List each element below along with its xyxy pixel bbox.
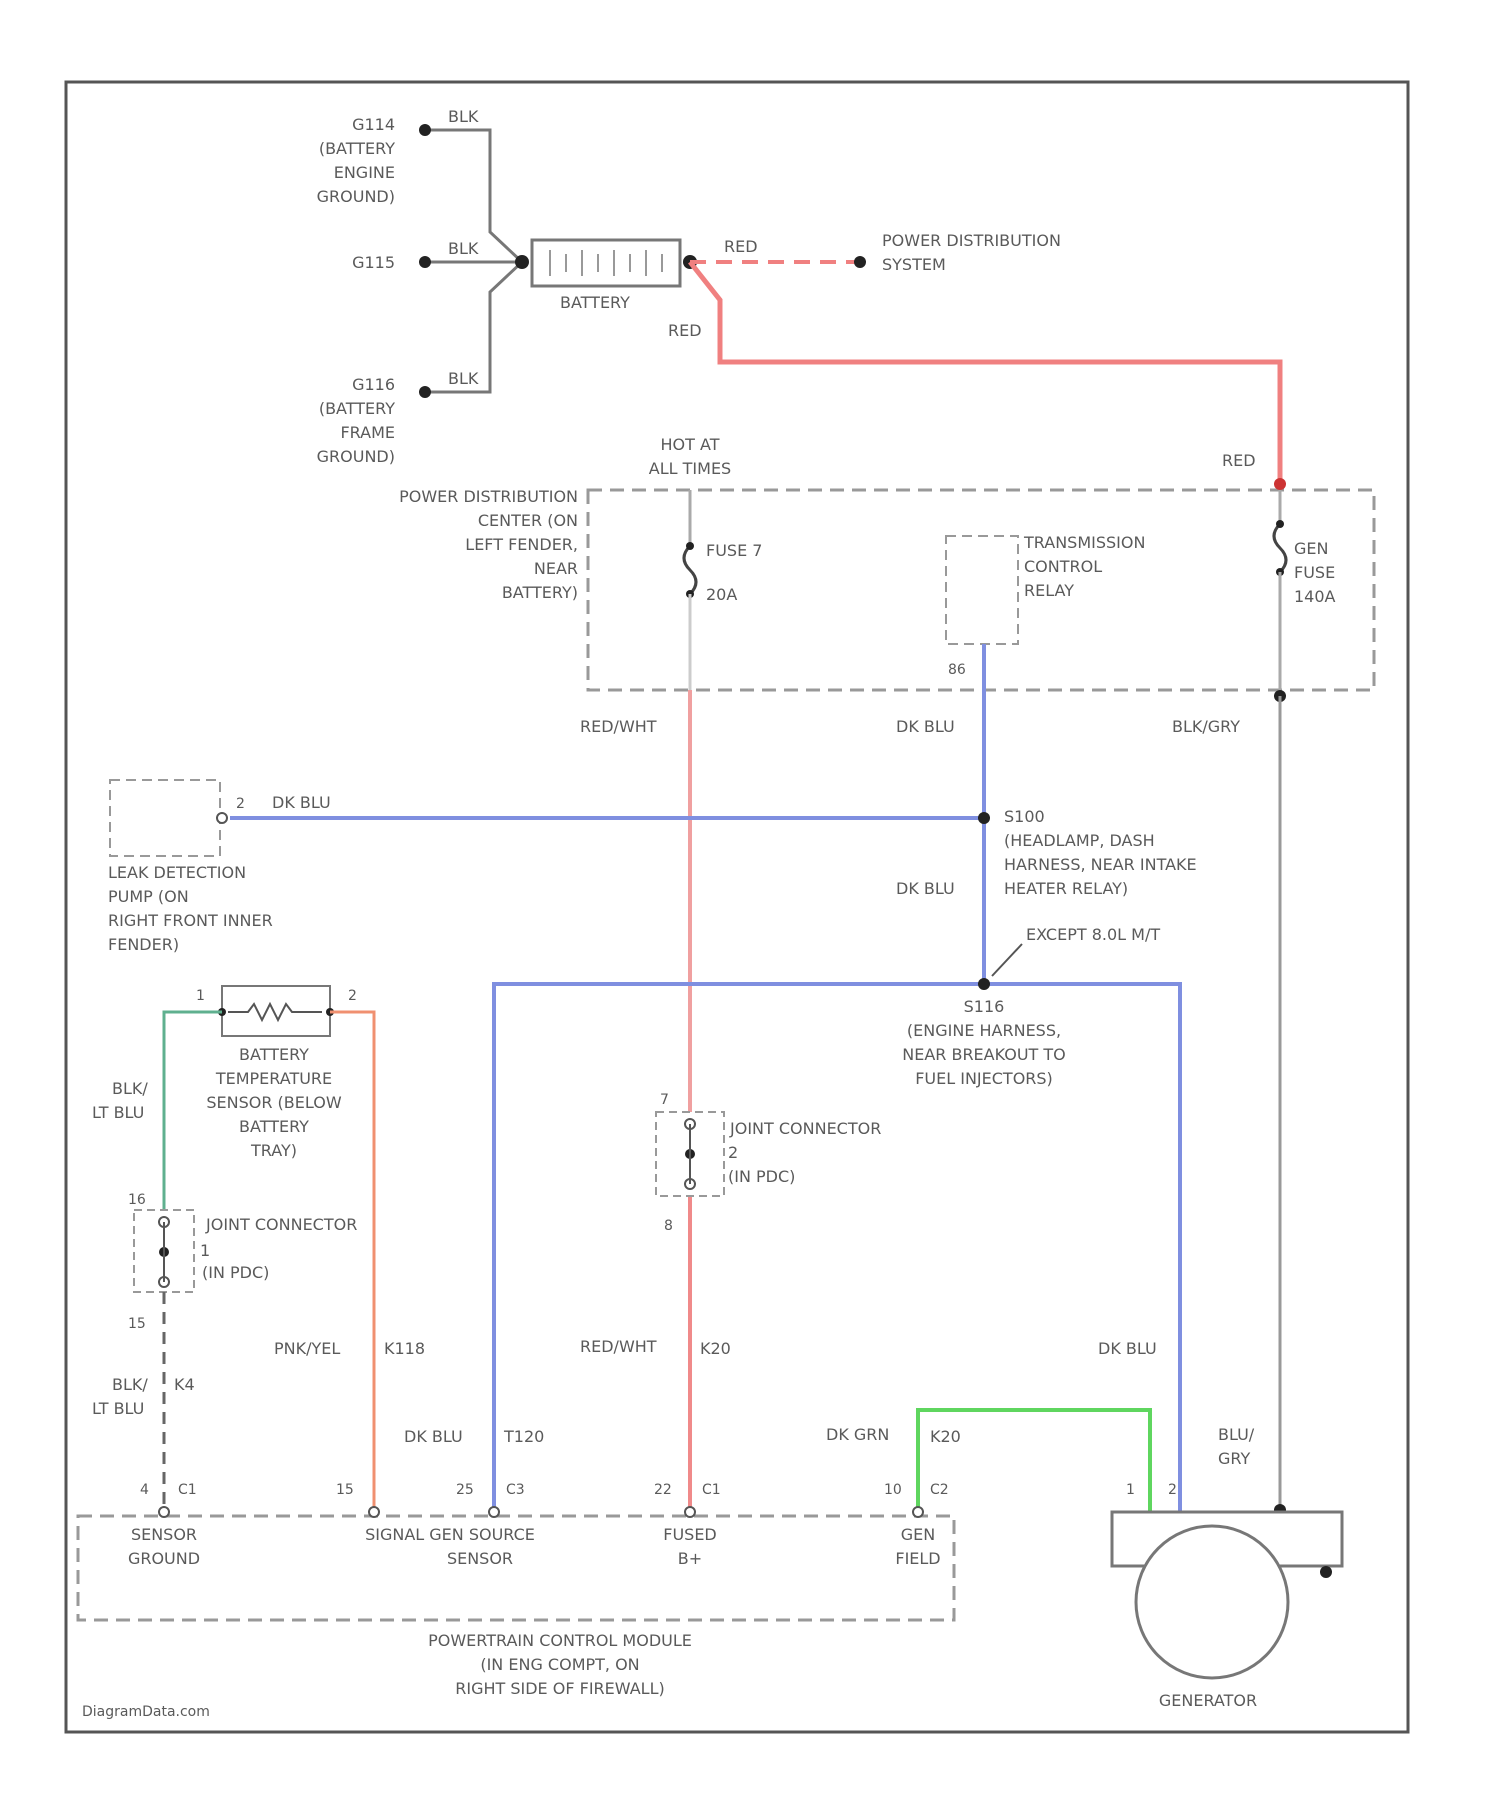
battery-symbol bbox=[532, 240, 680, 286]
ground-g116-terminal bbox=[419, 386, 431, 398]
pcm-pin-t120-conn: C3 bbox=[506, 1482, 525, 1498]
joint-connector-2-pin-top: 7 bbox=[660, 1092, 669, 1108]
pcm-pin-sensor-ground-conn: C1 bbox=[178, 1482, 197, 1498]
pcm-pin-fused-conn: C1 bbox=[702, 1482, 721, 1498]
splice-s116 bbox=[978, 978, 990, 990]
k118-label: K118 bbox=[384, 1339, 425, 1358]
diagram-frame bbox=[66, 82, 1408, 1732]
gen-fuse-input-splice bbox=[1274, 478, 1286, 490]
dk-blu-label-right: DK BLU bbox=[1098, 1339, 1157, 1358]
dk-blu-label-upper: DK BLU bbox=[896, 717, 955, 736]
blk-wire-label-3: BLK bbox=[448, 369, 479, 388]
except-pointer bbox=[992, 944, 1022, 976]
dk-grn-label: DK GRN bbox=[826, 1425, 889, 1444]
k20-label-fused: K20 bbox=[700, 1339, 731, 1358]
generator-label: GENERATOR bbox=[1159, 1691, 1257, 1710]
pnk-yel-label: PNK/YEL bbox=[274, 1339, 340, 1358]
joint-connector-1-label: JOINT CONNECTOR bbox=[205, 1215, 357, 1234]
gen-fuse-symbol bbox=[1274, 524, 1286, 572]
joint-connector-1-pin-top: 16 bbox=[128, 1192, 146, 1208]
pcm-pin-t120-num: 25 bbox=[456, 1482, 474, 1498]
fuse-7-symbol bbox=[684, 546, 696, 594]
power-distribution-terminal bbox=[854, 256, 866, 268]
joint-connector-1-pin-bot: 15 bbox=[128, 1316, 146, 1332]
footer-watermark: DiagramData.com bbox=[82, 1704, 210, 1720]
pcm-pin-sensor-ground-num: 4 bbox=[140, 1482, 149, 1498]
blk-wire-label-1: BLK bbox=[448, 107, 479, 126]
pcm-pin-field-num: 10 bbox=[884, 1482, 902, 1498]
leak-wire-label: DK BLU bbox=[272, 793, 331, 812]
blu-gry-label: BLU/GRY bbox=[1218, 1425, 1255, 1468]
joint-connector-2-label: JOINT CONNECTOR bbox=[729, 1119, 881, 1138]
pcm-pin-signal-num: 15 bbox=[336, 1482, 354, 1498]
generator-symbol bbox=[1112, 1512, 1342, 1678]
temp-sensor-pin2: 2 bbox=[348, 988, 357, 1004]
red-wire-label-lower: RED bbox=[668, 321, 702, 340]
k4-label: K4 bbox=[174, 1375, 195, 1394]
blk-gry-label: BLK/GRY bbox=[1172, 717, 1240, 736]
generator-pin1: 1 bbox=[1126, 1482, 1135, 1498]
dk-blu-label-mid: DK BLU bbox=[896, 879, 955, 898]
temp-sensor-signal-wire bbox=[330, 1012, 374, 1512]
k20-label-field: K20 bbox=[930, 1427, 961, 1446]
pcm-pin-field-conn: C2 bbox=[930, 1482, 949, 1498]
transmission-control-relay bbox=[946, 536, 1018, 644]
temp-sensor-pin1: 1 bbox=[196, 988, 205, 1004]
t120-label: T120 bbox=[503, 1427, 544, 1446]
ground-g114-terminal bbox=[419, 124, 431, 136]
ground-g115-terminal bbox=[419, 256, 431, 268]
dk-blu-label-t120: DK BLU bbox=[404, 1427, 463, 1446]
joint-connector-2-sub: 2(IN PDC) bbox=[728, 1143, 795, 1186]
blk-lt-blu-label-2: BLK/LT BLU bbox=[92, 1375, 148, 1418]
red-wht-label-lower: RED/WHT bbox=[580, 1337, 657, 1356]
battery-to-gen-fuse-wire bbox=[690, 262, 1280, 484]
blk-lt-blu-label-1: BLK/LT BLU bbox=[92, 1079, 148, 1122]
g115-label: G115 bbox=[352, 253, 395, 272]
red-wht-label-upper: RED/WHT bbox=[580, 717, 657, 736]
battery-negative-terminal bbox=[515, 255, 529, 269]
except-label: EXCEPT 8.0L M/T bbox=[1026, 925, 1160, 944]
generator-pin2: 2 bbox=[1168, 1482, 1177, 1498]
gen-field-wire bbox=[918, 1410, 1150, 1512]
leak-detection-pump bbox=[110, 780, 220, 856]
splice-s100 bbox=[978, 812, 990, 824]
leak-pin-label: 2 bbox=[236, 796, 245, 812]
battery-red-label: RED bbox=[724, 237, 758, 256]
pcm-pin-fused-num: 22 bbox=[654, 1482, 672, 1498]
joint-connector-1-sub: (IN PDC)1 bbox=[200, 1241, 269, 1282]
pcm-label: POWERTRAIN CONTROL MODULE(IN ENG COMPT, … bbox=[428, 1631, 692, 1698]
joint-connector-2-pin-bot: 8 bbox=[664, 1218, 673, 1234]
relay-pin-label: 86 bbox=[948, 662, 966, 678]
ground-wires bbox=[425, 130, 522, 392]
blk-wire-label-2: BLK bbox=[448, 239, 479, 258]
battery-label: BATTERY bbox=[560, 293, 630, 312]
red-wire-label-top: RED bbox=[1222, 451, 1256, 470]
